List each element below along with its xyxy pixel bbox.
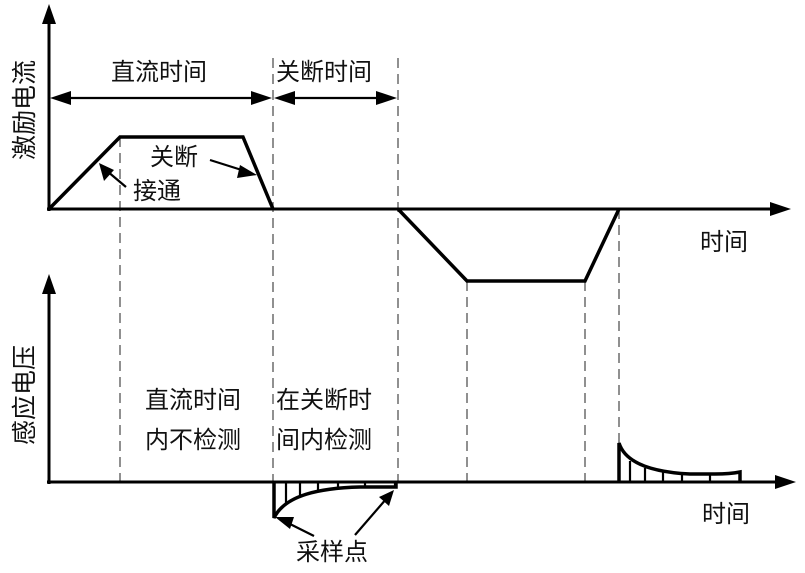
- guide-lines: [119, 58, 620, 482]
- bottom-panel: 感应电压 时间 直流时间 内不检测 在关断时 间内检测: [10, 274, 796, 566]
- off-time-span-arrowhead-right: [376, 91, 397, 105]
- sample-pointer-last-arrowhead: [379, 490, 394, 506]
- dc-no-detect-note-line2: 内不检测: [145, 426, 241, 454]
- off-detect-note-line1: 在关断时: [276, 386, 372, 414]
- bottom-y-axis-label: 感应电压: [10, 345, 39, 445]
- turn-off-pointer-arrowhead: [237, 165, 257, 178]
- dc-no-detect-note-line1: 直流时间: [145, 386, 241, 414]
- turn-on-annotation: 接通: [133, 177, 181, 205]
- off-detect-note-line2: 间内检测: [276, 426, 372, 454]
- sample-points-label: 采样点: [296, 538, 368, 566]
- bottom-x-axis-arrowhead: [775, 475, 796, 489]
- off-time-span-arrowhead-left: [274, 91, 295, 105]
- top-x-axis-label: 时间: [700, 228, 748, 256]
- excitation-current-negative-pulse: [396, 207, 621, 283]
- top-y-axis-arrowhead: [42, 4, 56, 24]
- off-time-label: 关断时间: [276, 58, 372, 86]
- excitation-current-positive-pulse: [47, 135, 275, 211]
- bottom-y-axis-arrowhead: [42, 274, 56, 294]
- turn-off-annotation: 关断: [150, 143, 198, 171]
- dc-time-span-arrowhead-right: [251, 91, 272, 105]
- turn-on-pointer-arrowhead: [99, 163, 114, 181]
- top-panel: 激励电流 时间 直流时间 关断时间 关断 接通: [10, 4, 791, 283]
- sample-pointer-first-arrowhead: [275, 517, 294, 529]
- top-y-axis-label: 激励电流: [10, 60, 39, 160]
- top-x-axis-arrowhead: [770, 202, 791, 216]
- induced-voltage-negative-decay: [272, 482, 398, 519]
- sample-pointer-last: [354, 497, 388, 536]
- dc-time-label: 直流时间: [111, 58, 207, 86]
- induced-voltage-positive-decay: [617, 442, 742, 482]
- dc-time-span-arrowhead-left: [50, 91, 71, 105]
- bottom-x-axis-label: 时间: [702, 500, 750, 528]
